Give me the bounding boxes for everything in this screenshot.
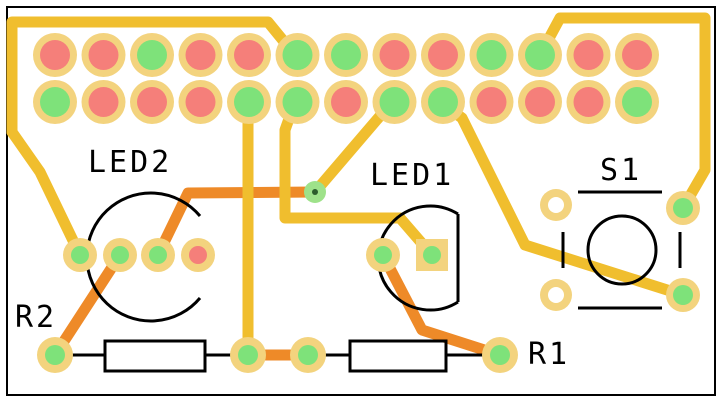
led1-pad-round[interactable] [366, 238, 400, 272]
header-pad-core [573, 87, 604, 117]
header-pad-core [622, 87, 652, 117]
header-pad-core [185, 40, 216, 70]
header-pad-core [525, 87, 555, 117]
label-led1: LED1 [370, 158, 454, 193]
header-pad[interactable] [372, 80, 417, 124]
r2-pad[interactable] [37, 337, 73, 373]
label-r1: R1 [528, 337, 570, 372]
header-pad-core [428, 40, 458, 70]
track-bottom-led2-via [152, 186, 321, 261]
via [304, 181, 326, 203]
header-pad-core [185, 87, 216, 117]
header-pad[interactable] [615, 80, 659, 124]
header-pad[interactable] [275, 80, 320, 124]
header-pad-core [525, 40, 555, 70]
header-pad-core [234, 87, 264, 117]
track-bottom-r2-led2 [49, 249, 126, 361]
header-pad[interactable] [178, 80, 223, 124]
track-bottom-led1-r1 [377, 249, 506, 361]
header-pad[interactable] [518, 80, 562, 124]
header-pad-core [476, 40, 507, 70]
header-pad-core [40, 87, 70, 117]
header-pad[interactable] [81, 80, 126, 124]
header-pad[interactable] [275, 33, 320, 77]
s1-pad[interactable] [666, 191, 700, 225]
top-layer-tracks [6, 12, 711, 361]
header-pad-core [573, 40, 604, 70]
header-pad-core [282, 40, 313, 70]
bottom-layer-tracks [49, 186, 506, 361]
header-pad-core [379, 87, 410, 117]
header-pad[interactable] [324, 33, 368, 77]
led2-pad[interactable] [181, 238, 215, 272]
header-pad[interactable] [518, 33, 562, 77]
led2-pad[interactable] [141, 238, 175, 272]
r1-pad[interactable] [482, 337, 518, 373]
header-pad-core [331, 40, 361, 70]
r2-pad[interactable] [230, 337, 266, 373]
track-top-left-led2 [6, 126, 86, 261]
header-pad[interactable] [566, 80, 611, 124]
header-pad-core [282, 87, 313, 117]
track-top-frame-left [6, 16, 301, 138]
header-pad-core [137, 40, 167, 70]
header-pad-core [137, 87, 167, 117]
s1-button-circle [586, 214, 658, 286]
header-pin-grid [33, 33, 659, 124]
header-pad[interactable] [421, 33, 465, 77]
header-pad[interactable] [372, 33, 417, 77]
header-pad[interactable] [227, 33, 271, 77]
label-r2: R2 [15, 300, 57, 335]
header-pad[interactable] [469, 33, 514, 77]
header-pad[interactable] [227, 80, 271, 124]
header-pad[interactable] [81, 33, 126, 77]
label-led2: LED2 [88, 145, 172, 180]
r2-body [103, 339, 207, 373]
header-pad-core [234, 40, 264, 70]
header-pad-core [622, 40, 652, 70]
header-pad[interactable] [615, 33, 659, 77]
board-outline [6, 6, 716, 396]
header-pad[interactable] [178, 33, 223, 77]
component-pads [37, 181, 700, 373]
header-pad[interactable] [33, 80, 77, 124]
s1-pad-hole[interactable] [540, 189, 572, 221]
header-pad[interactable] [566, 33, 611, 77]
header-pad[interactable] [421, 80, 465, 124]
header-pad-core [40, 40, 70, 70]
header-pad-core [476, 87, 507, 117]
header-pad[interactable] [469, 80, 514, 124]
header-pad-core [379, 40, 410, 70]
header-pad-core [88, 87, 119, 117]
header-pad[interactable] [324, 80, 368, 124]
s1-pad[interactable] [666, 278, 700, 312]
header-pad[interactable] [130, 33, 174, 77]
led1-pad-square[interactable] [416, 239, 448, 271]
led2-pad[interactable] [63, 238, 97, 272]
header-pad[interactable] [130, 80, 174, 124]
header-pad-core [331, 87, 361, 117]
s1-pad-hole[interactable] [540, 279, 572, 311]
header-pad-core [88, 40, 119, 70]
r1-pad[interactable] [290, 337, 326, 373]
r1-body [348, 339, 448, 373]
track-top-frame-right [534, 12, 711, 214]
header-pad-core [428, 87, 458, 117]
header-pad[interactable] [33, 33, 77, 77]
label-s1: S1 [600, 153, 642, 188]
led2-pad[interactable] [103, 238, 137, 272]
